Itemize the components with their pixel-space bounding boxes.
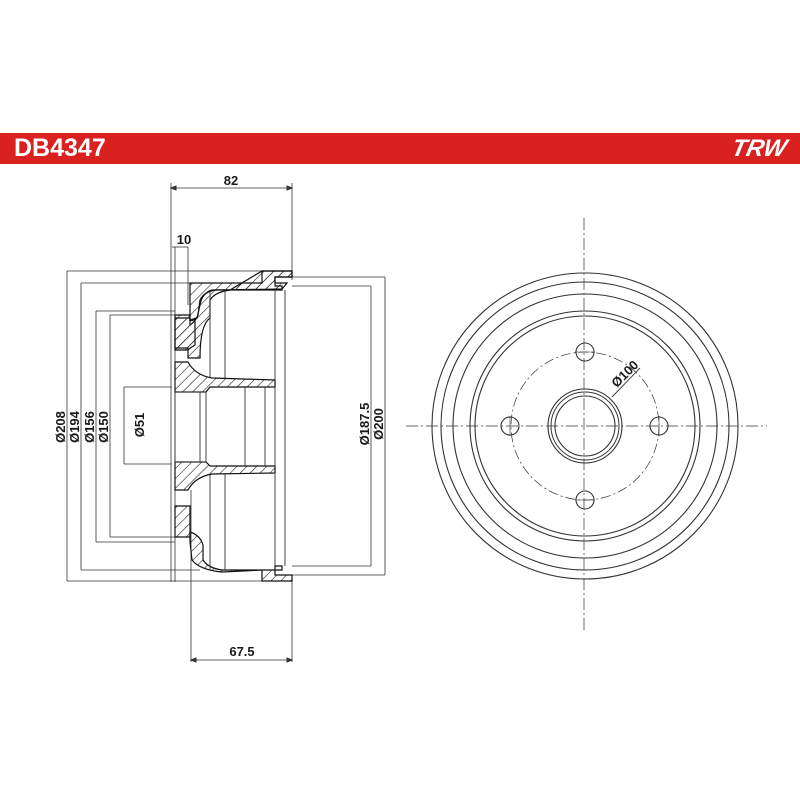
label-pitch-circle-diameter: Ø100	[608, 357, 641, 390]
label-flange-thickness: 10	[177, 232, 191, 247]
ring-4	[469, 310, 701, 542]
ring-3	[452, 293, 718, 559]
label-center-bore: Ø51	[132, 413, 147, 438]
drum-cross-section	[174, 270, 293, 582]
hub-mid	[550, 391, 620, 461]
label-drum-outer-diameter: Ø200	[371, 408, 386, 440]
hub-outer	[547, 388, 623, 464]
label-flange-diameter: Ø194	[67, 410, 82, 443]
side-section-view: 82 10 67.5 Ø208 Ø194 Ø156 Ø150 Ø51 Ø187.…	[53, 173, 386, 663]
header-bar	[0, 133, 800, 164]
dimension-right-diameters	[292, 276, 386, 576]
label-step-diameter-2: Ø150	[96, 411, 111, 443]
bolt-holes	[500, 342, 669, 510]
label-overall-width: 82	[224, 173, 238, 188]
label-drum-inner-diameter: Ø187.5	[357, 403, 372, 446]
part-number: DB4347	[14, 134, 106, 162]
dimension-left-diameters	[66, 270, 262, 582]
dimension-overall-width	[169, 183, 294, 582]
label-mounting-depth: 67.5	[229, 644, 254, 659]
dimension-mounting-depth	[189, 490, 294, 663]
ring-outer	[431, 272, 739, 580]
pcd-leader	[611, 367, 641, 398]
ring-2	[440, 281, 730, 571]
hub-bore	[554, 395, 616, 457]
front-view: Ø100	[406, 218, 767, 632]
ring-5	[474, 315, 696, 537]
label-step-diameter-1: Ø156	[82, 411, 97, 443]
label-outer-diameter: Ø208	[53, 411, 68, 443]
